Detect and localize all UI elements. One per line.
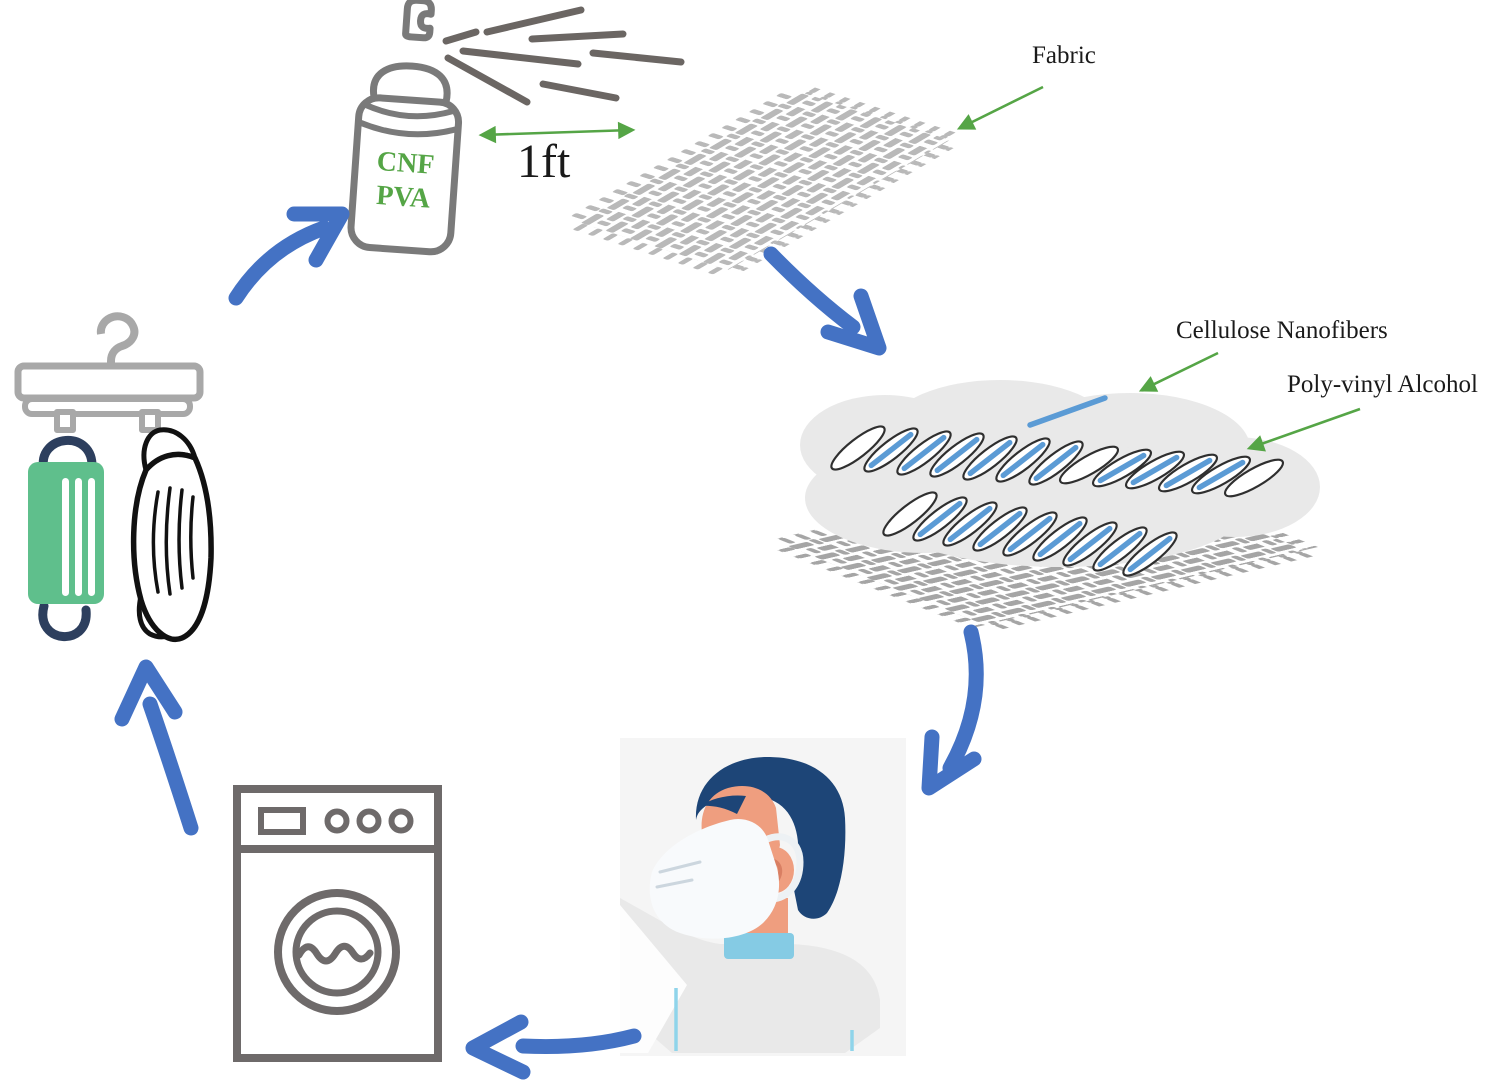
spray-distance-label: 1ft [517,135,571,188]
cycle-arrow-masks-to-spray [228,206,350,306]
mask-strap [752,833,804,903]
mask-hanger-group [14,312,214,643]
cycle-arrow-person-to-washer [465,1014,642,1080]
spray-can-dome [369,62,451,107]
white-mask-icon [130,427,214,643]
fabric-mesh-top [566,86,962,277]
hanger-bar [14,362,204,402]
spray-can-label-line1: CNF [376,146,436,181]
washing-machine-icon [233,785,442,1062]
washer-door [274,889,400,1015]
spray-can-icon: CNF PVA [347,0,463,256]
spray-can-label-line2: PVA [375,180,432,215]
spray-mist-lines [442,6,685,106]
masked-person-illustration [620,738,906,1056]
nanofiber-coils [825,395,1289,581]
person-collar [724,933,794,959]
washer-display [258,807,306,835]
person-arm [620,905,687,1053]
poly-vinyl-alcohol-label: Poly-vinyl Alcohol [1287,371,1478,398]
cellulose-label-arrow [1138,351,1219,392]
person-face-mask [649,818,780,939]
hanger-hook [96,312,139,372]
hanger-clip [54,409,76,433]
cycle-arrow-fabric-to-coating [763,246,887,356]
cycle-arrow-coating-to-person [921,624,984,796]
cycle-arrow-washer-to-masks [114,659,199,836]
green-mask-icon [28,436,104,641]
hanger-clip [139,409,161,433]
spray-nozzle [402,0,435,42]
washer-knob [388,808,414,834]
fabric-label-arrow [956,85,1044,130]
person-hair [695,756,846,919]
distance-arrow [478,121,636,144]
person-body [620,898,880,1053]
fabric-label: Fabric [1032,42,1096,69]
washer-water-wave [299,942,374,965]
cellulose-nanofibers-label: Cellulose Nanofibers [1176,317,1388,344]
pva-label-arrow [1246,407,1361,452]
washer-knob [356,808,382,834]
washer-knob [324,808,350,834]
